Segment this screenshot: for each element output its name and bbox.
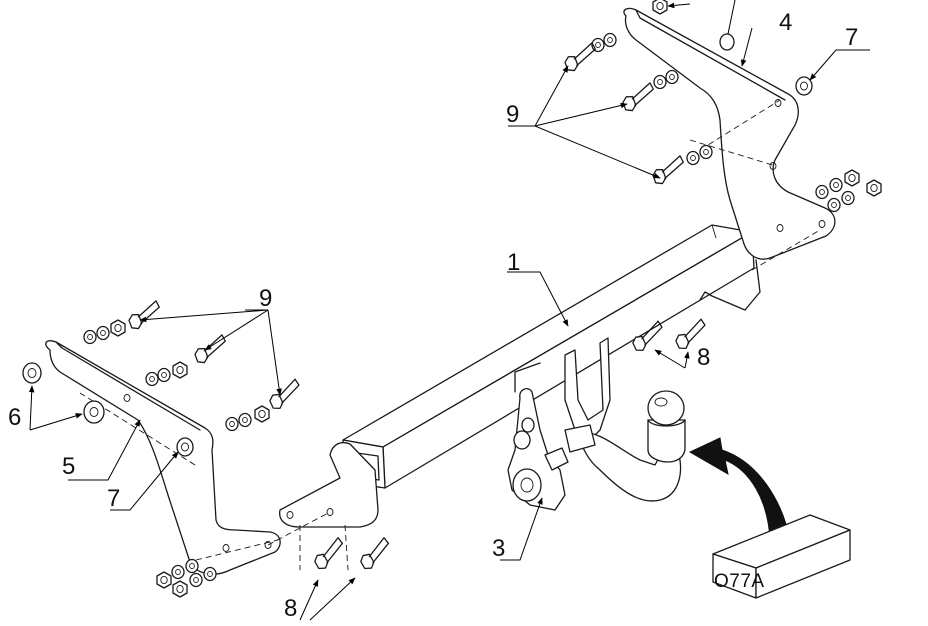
- curved-arrow-icon: [688, 437, 791, 541]
- callout-bolts-center: 8: [697, 344, 710, 371]
- kit-box-icon: O77A: [712, 514, 851, 599]
- leader-lines: [28, 0, 870, 621]
- kit-code-label: O77A: [714, 571, 765, 592]
- right-mounting-bracket: [623, 7, 836, 260]
- hardware: [22, 0, 882, 598]
- callout-right-bracket: 4: [779, 9, 792, 36]
- callout-washer-right: 7: [845, 24, 858, 51]
- callout-bolts-left: 9: [259, 285, 272, 312]
- callout-left-bracket: 5: [62, 453, 75, 480]
- callout-socket: 3: [492, 535, 505, 562]
- callout-frame: 1: [507, 249, 520, 276]
- callout-washer-left: 7: [107, 485, 120, 512]
- callout-spacer-left: 6: [8, 404, 21, 431]
- callout-bolts-right: 9: [506, 101, 519, 128]
- callout-bolts-bottom: 8: [284, 595, 297, 622]
- towball-assembly: [564, 337, 686, 502]
- electrical-socket: [507, 388, 596, 511]
- left-mounting-bracket: [45, 340, 379, 575]
